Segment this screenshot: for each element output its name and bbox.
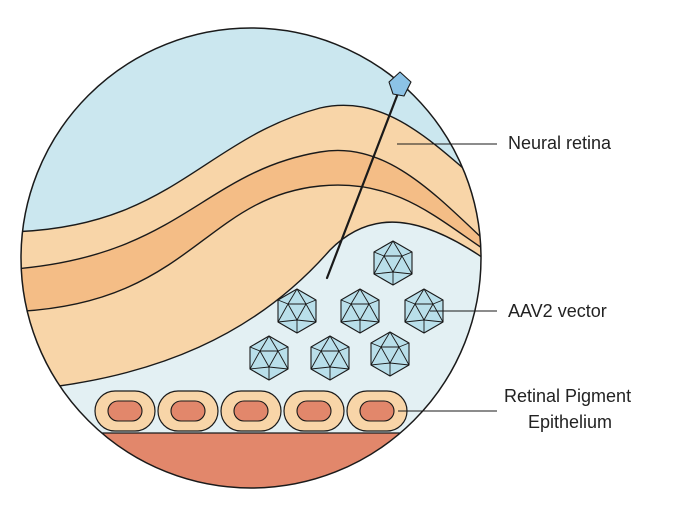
rpe-cell: [157, 390, 219, 432]
rpe-label-line1: Retinal Pigment: [504, 386, 632, 406]
choroid-layer: [21, 433, 481, 488]
retina-layer-1: [21, 105, 481, 270]
neural-retina-label: Neural retina: [508, 133, 612, 153]
aav2-vector-label: AAV2 vector: [508, 301, 607, 321]
eye-cross-section-outline: [20, 27, 482, 489]
rpe-label-line2: Epithelium: [528, 412, 613, 432]
rpe-cell: [283, 390, 345, 432]
rpe-cell-row: [94, 390, 408, 432]
rpe-cell: [94, 390, 156, 432]
rpe-cell: [220, 390, 282, 432]
injection-needle-icon: [325, 71, 412, 280]
retina-layer-2: [21, 150, 481, 312]
rpe-cell: [346, 390, 408, 432]
retina-layer-3: [21, 185, 481, 392]
